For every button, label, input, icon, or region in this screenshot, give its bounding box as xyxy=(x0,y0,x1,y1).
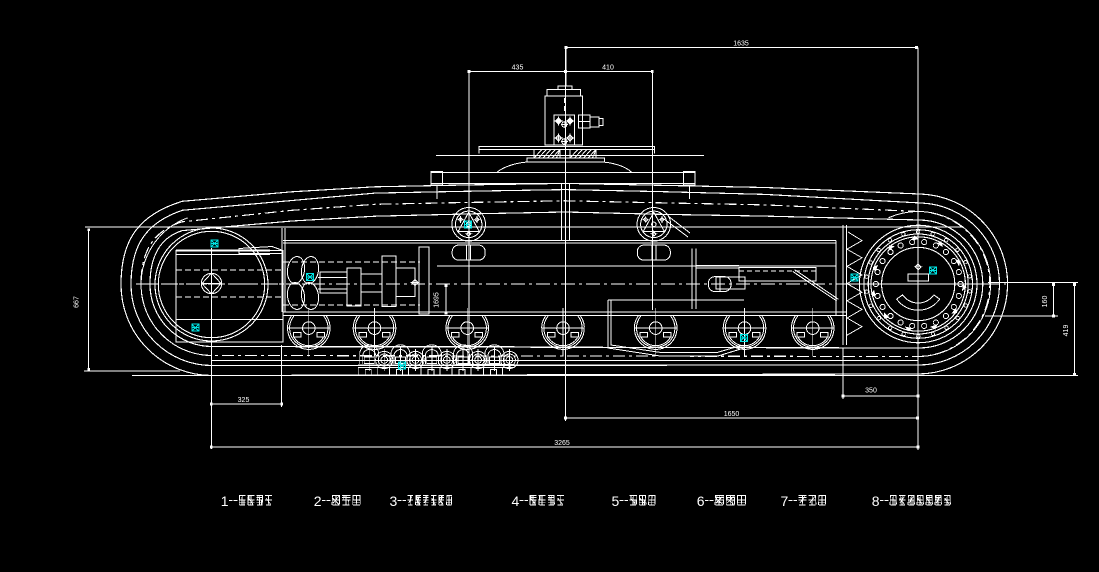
svg-text:2: 2 xyxy=(314,493,322,509)
svg-text:419: 419 xyxy=(1063,325,1070,337)
svg-text:3265: 3265 xyxy=(554,440,570,447)
svg-text:1695: 1695 xyxy=(434,292,441,308)
svg-text:667: 667 xyxy=(74,296,81,308)
svg-text:5: 5 xyxy=(612,493,620,509)
svg-text:1635: 1635 xyxy=(733,41,749,48)
svg-text:3: 3 xyxy=(390,493,398,509)
svg-text:4: 4 xyxy=(512,493,520,509)
svg-text:8: 8 xyxy=(872,493,880,509)
svg-text:7: 7 xyxy=(781,493,789,509)
svg-text:410: 410 xyxy=(602,65,614,72)
svg-text:350: 350 xyxy=(865,388,877,395)
svg-text:160: 160 xyxy=(1042,296,1049,308)
svg-text:435: 435 xyxy=(512,65,524,72)
svg-text:325: 325 xyxy=(238,397,250,404)
svg-text:1: 1 xyxy=(221,493,229,509)
svg-text:1650: 1650 xyxy=(724,411,740,418)
svg-text:6: 6 xyxy=(697,493,705,509)
